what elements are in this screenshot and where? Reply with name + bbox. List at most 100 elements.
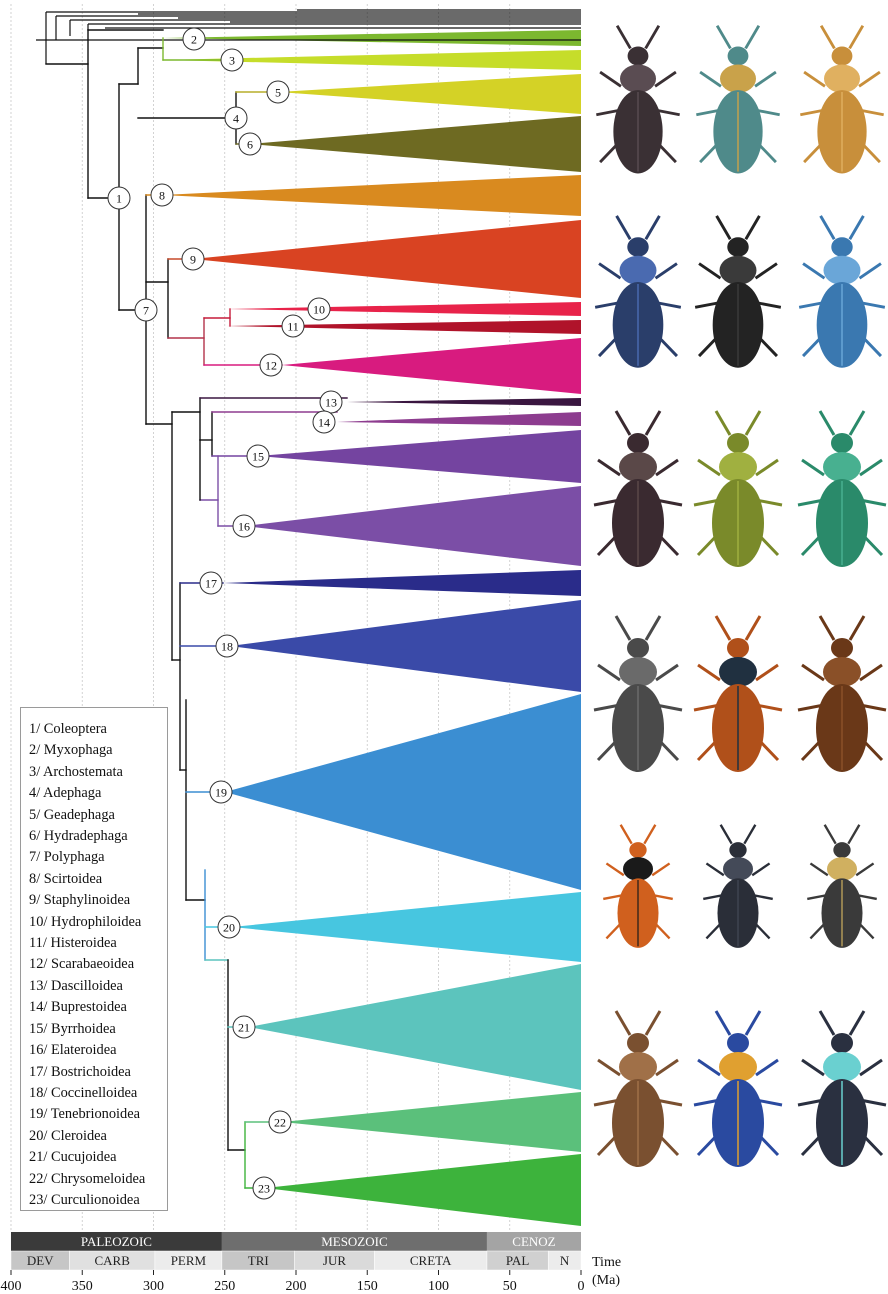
weevil-beetle [794, 975, 888, 1225]
beetle-drawing [590, 975, 686, 1225]
wedge-hydradephaga [250, 116, 581, 172]
period-label: JUR [323, 1253, 346, 1268]
node-number: 9 [190, 253, 196, 267]
node-number: 3 [229, 54, 235, 68]
legend-item: 11/ Histeroidea [29, 933, 167, 954]
legend-item: 6/ Hydradephaga [29, 826, 167, 847]
node-label-coleoptera: 1 [108, 187, 130, 209]
node-label-hydrophiloidea: 10 [308, 298, 330, 320]
elaterid-beetle [690, 610, 786, 800]
beetle-drawing [690, 820, 786, 970]
period-label: N [560, 1253, 570, 1268]
legend-item: 8/ Scirtoidea [29, 869, 167, 890]
beetle-drawing [590, 610, 686, 800]
tick-label-200: 200 [286, 1279, 307, 1294]
axis-label-unit: (Ma) [592, 1273, 620, 1288]
beetle-drawing [794, 820, 888, 970]
period-label: CARB [94, 1253, 130, 1268]
node-label-buprestoidea: 14 [313, 411, 335, 433]
tick-label-50: 50 [503, 1279, 517, 1294]
node-label-curculionoidea: 23 [253, 1177, 275, 1199]
node-label-geadephaga: 5 [267, 81, 289, 103]
wedge-tenebrionoidea [225, 694, 581, 890]
node-number: 21 [238, 1021, 250, 1035]
hydrophiloidea-beetle [690, 210, 786, 395]
node-label-hydradephaga: 6 [239, 133, 261, 155]
tick-label-250: 250 [214, 1279, 235, 1294]
node-label-dascilloidea: 13 [320, 391, 342, 413]
beetle-drawing [794, 975, 888, 1225]
beetle-drawing [690, 400, 786, 600]
wedge-staphylinoidea [193, 220, 581, 298]
node-number: 18 [221, 640, 233, 654]
node-number: 5 [275, 86, 281, 100]
legend-item: 9/ Staphylinoidea [29, 890, 167, 911]
legend-item: 20/ Cleroidea [29, 1126, 167, 1147]
tick-label-400: 400 [1, 1279, 22, 1294]
node-label-tenebrionoidea: 19 [210, 781, 232, 803]
legend-item: 1/ Coleoptera [29, 719, 167, 740]
node-number: 4 [233, 112, 239, 126]
wedge-hydrophiloidea [227, 302, 581, 316]
node-label-archostemata: 3 [221, 49, 243, 71]
archostemata-beetle [690, 20, 786, 200]
legend-item: 17/ Bostrichoidea [29, 1062, 167, 1083]
beetle-drawing [690, 610, 786, 800]
legend-item: 12/ Scarabaeoidea [29, 954, 167, 975]
tick-label-300: 300 [143, 1279, 164, 1294]
wedge-buprestoidea [337, 412, 581, 426]
node-number: 10 [313, 303, 325, 317]
period-label: PERM [171, 1253, 207, 1268]
wedge-byrrhoidea [258, 430, 581, 483]
legend-item: 13/ Dascilloidea [29, 976, 167, 997]
node-label-cleroidea: 20 [218, 916, 240, 938]
staphylinoidea-beetle [590, 210, 686, 395]
lucanid-beetle [590, 400, 686, 600]
legend-item: 14/ Buprestoidea [29, 997, 167, 1018]
node-number: 23 [258, 1182, 270, 1196]
ladybird-beetle [590, 820, 686, 970]
wedge-histeroidea [227, 320, 581, 334]
node-number: 15 [252, 450, 264, 464]
legend-item: 22/ Chrysomeloidea [29, 1169, 167, 1190]
legend-item: 7/ Polyphaga [29, 847, 167, 868]
beetle-drawing [690, 20, 786, 200]
node-label-adephaga: 4 [225, 107, 247, 129]
beetle-drawing [590, 210, 686, 395]
axis-label-time: Time [592, 1255, 621, 1270]
beetle-drawing [690, 975, 786, 1225]
node-number: 20 [223, 921, 235, 935]
legend-item: 21/ Cucujoidea [29, 1147, 167, 1168]
legend-item: 18/ Coccinelloidea [29, 1083, 167, 1104]
wedge-myxophaga [163, 30, 581, 46]
cucujid-beetle [590, 975, 686, 1225]
node-label-byrrhoidea: 15 [247, 445, 269, 467]
clerid-beetle [794, 820, 888, 970]
period-label: DEV [27, 1253, 54, 1268]
tick-label-0: 0 [578, 1279, 585, 1294]
node-label-staphylinoidea: 9 [182, 248, 204, 270]
period-label: PAL [506, 1253, 529, 1268]
era-label: PALEOZOIC [81, 1234, 152, 1249]
wedge-elateroidea [244, 486, 581, 566]
node-number: 7 [143, 304, 149, 318]
node-number: 2 [191, 33, 197, 47]
node-label-scarabaeoidea: 12 [260, 354, 282, 376]
tick-label-100: 100 [428, 1279, 449, 1294]
node-label-polyphaga: 7 [135, 299, 157, 321]
node-label-histeroidea: 11 [282, 315, 304, 337]
beetle-drawing [590, 20, 686, 200]
node-number: 17 [205, 577, 217, 591]
beetle-drawing [590, 400, 686, 600]
wedge-scarabaeoidea [282, 338, 581, 394]
wedge-chrysomeloidea [282, 1092, 581, 1152]
myxophaga-beetle [590, 20, 686, 200]
era-label: CENOZ [512, 1234, 555, 1249]
wedge-bostrichoidea [223, 570, 581, 596]
legend-item: 19/ Tenebrionoidea [29, 1104, 167, 1125]
legend-item: 3/ Archostemata [29, 762, 167, 783]
beetle-drawing [794, 20, 888, 200]
node-number: 1 [116, 192, 122, 206]
legend-item: 5/ Geadephaga [29, 805, 167, 826]
